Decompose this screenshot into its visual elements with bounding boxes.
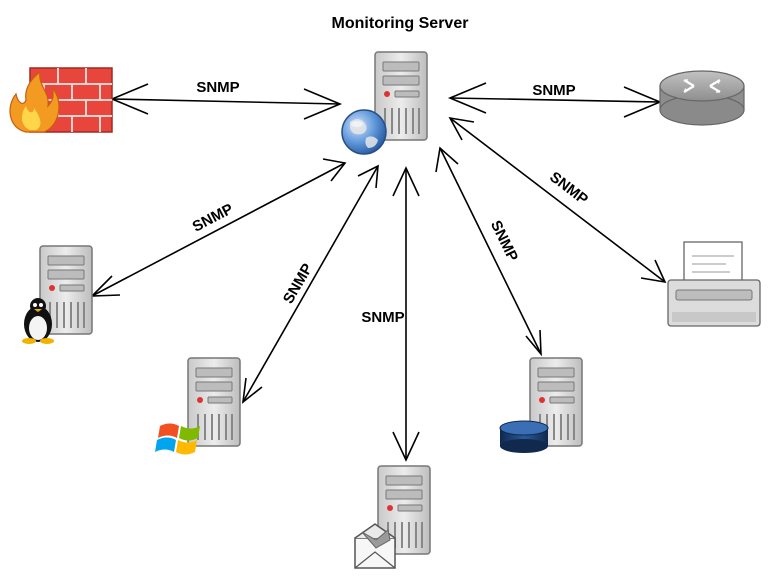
linux-penguin-icon: [22, 298, 54, 344]
globe-icon: [341, 109, 387, 155]
link-label: SNMP: [532, 82, 575, 99]
link-firewall: SNMP: [109, 79, 343, 120]
link-label: SNMP: [190, 200, 236, 235]
windows-logo-icon: [155, 423, 200, 455]
link-windows: SNMP: [241, 164, 379, 404]
link-label: SNMP: [487, 218, 521, 264]
firewall-node: [9, 67, 113, 133]
windows-server-node: [155, 357, 241, 455]
router-icon: [659, 70, 745, 126]
link-database: SNMP: [435, 146, 542, 357]
diagram-title: Monitoring Server: [332, 15, 469, 32]
mail-server-node: [354, 465, 431, 569]
link-router: SNMP: [447, 82, 663, 118]
link-mail: SNMP: [361, 166, 420, 462]
link-label: SNMP: [546, 169, 591, 209]
printer-node: [667, 241, 761, 327]
printer-icon: [667, 241, 761, 327]
monitoring-server-node: [341, 51, 428, 155]
firewall-icon: [9, 67, 113, 133]
linux-server-node: [22, 245, 93, 344]
link-label: SNMP: [196, 79, 239, 96]
link-label: SNMP: [361, 309, 404, 326]
link-printer: SNMP: [448, 116, 667, 284]
mail-envelope-icon: [354, 523, 396, 569]
database-icon: [499, 420, 549, 453]
database-server-node: [499, 357, 583, 453]
router-node: [659, 70, 745, 126]
